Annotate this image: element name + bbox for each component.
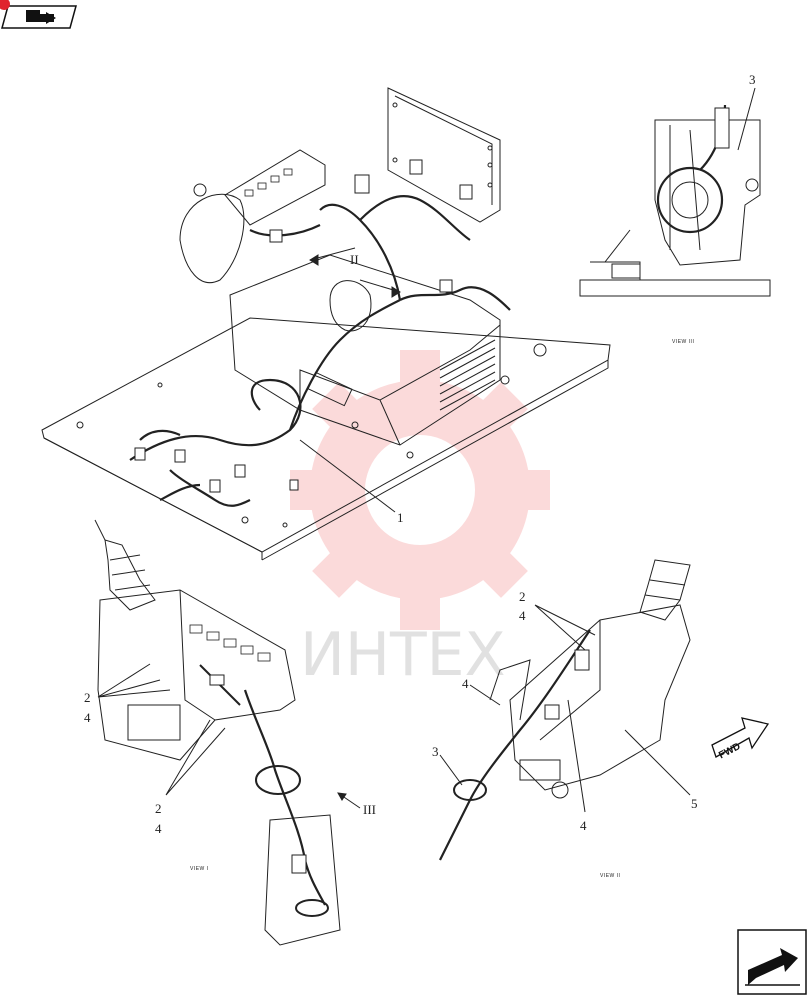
leader-4-lower-view-ii — [567, 699, 586, 813]
control-panel — [224, 149, 326, 226]
callout-4b-view-ii: 4 — [462, 676, 469, 691]
callout-4c-view-ii: 4 — [580, 818, 587, 833]
center-joystick — [329, 280, 372, 332]
callout-3-view-ii: 3 — [432, 744, 439, 759]
view-i-hose — [243, 689, 326, 906]
view-i — [94, 519, 361, 946]
view-ii-console — [509, 604, 691, 791]
view-i-console — [97, 589, 296, 761]
leader-1 — [299, 439, 396, 513]
watermark: ИНТЕХ — [290, 350, 550, 690]
view-iii — [579, 87, 771, 297]
view-i-base — [264, 814, 341, 946]
watermark-text: ИНТЕХ — [300, 620, 506, 690]
view-i-label: VIEW I — [190, 866, 209, 872]
view-iii-hose-loop — [656, 166, 724, 234]
callout-4-view-i-upper: 4 — [84, 710, 91, 725]
callout-2-view-i-lower: 2 — [155, 801, 162, 816]
plate-holes — [76, 343, 547, 528]
ecu-pins — [392, 102, 493, 188]
leader-2-4-view-ii — [534, 604, 596, 651]
callout-5-view-ii: 5 — [691, 796, 698, 811]
callout-iii: III — [363, 802, 376, 817]
watermark-gear-logo — [290, 350, 550, 630]
view-ii-hose — [439, 629, 591, 861]
leader-4-view-ii — [469, 684, 501, 706]
cooling-fins — [439, 339, 496, 411]
next-page-arrow-icon[interactable] — [737, 929, 807, 995]
view-iii-label: VIEW III — [672, 339, 694, 345]
red-dot-icon — [0, 0, 10, 10]
fwd-arrow-icon: FWD — [711, 717, 770, 761]
callout-4-view-ii: 4 — [519, 608, 526, 623]
callout-3-view-iii: 3 — [749, 72, 756, 87]
callout-2-view-ii: 2 — [519, 589, 526, 604]
book-arrow-icon[interactable] — [0, 0, 77, 29]
leader-3-view-iii — [737, 87, 756, 151]
view-ii-label: VIEW II — [600, 873, 620, 879]
callout-ii: II — [350, 252, 359, 267]
view-i-joystick-boot — [104, 539, 156, 611]
leader-3-view-ii — [439, 754, 463, 786]
left-joystick — [179, 193, 245, 283]
main-view — [41, 87, 611, 561]
callout-2-view-i-upper: 2 — [84, 690, 91, 705]
harness-connectors — [134, 159, 473, 493]
callout-1: 1 — [397, 510, 404, 525]
ecu-board — [387, 87, 501, 223]
leader-5-view-ii — [624, 729, 691, 796]
view-ii-joystick-boot — [639, 559, 691, 621]
view-ii — [439, 559, 691, 861]
callout-4-view-i-lower: 4 — [155, 821, 162, 836]
view-iii-housing — [654, 119, 761, 266]
leader-2-4-upper — [97, 663, 171, 698]
leader-2-4-lower — [165, 719, 226, 796]
wiring-harness — [129, 195, 511, 507]
